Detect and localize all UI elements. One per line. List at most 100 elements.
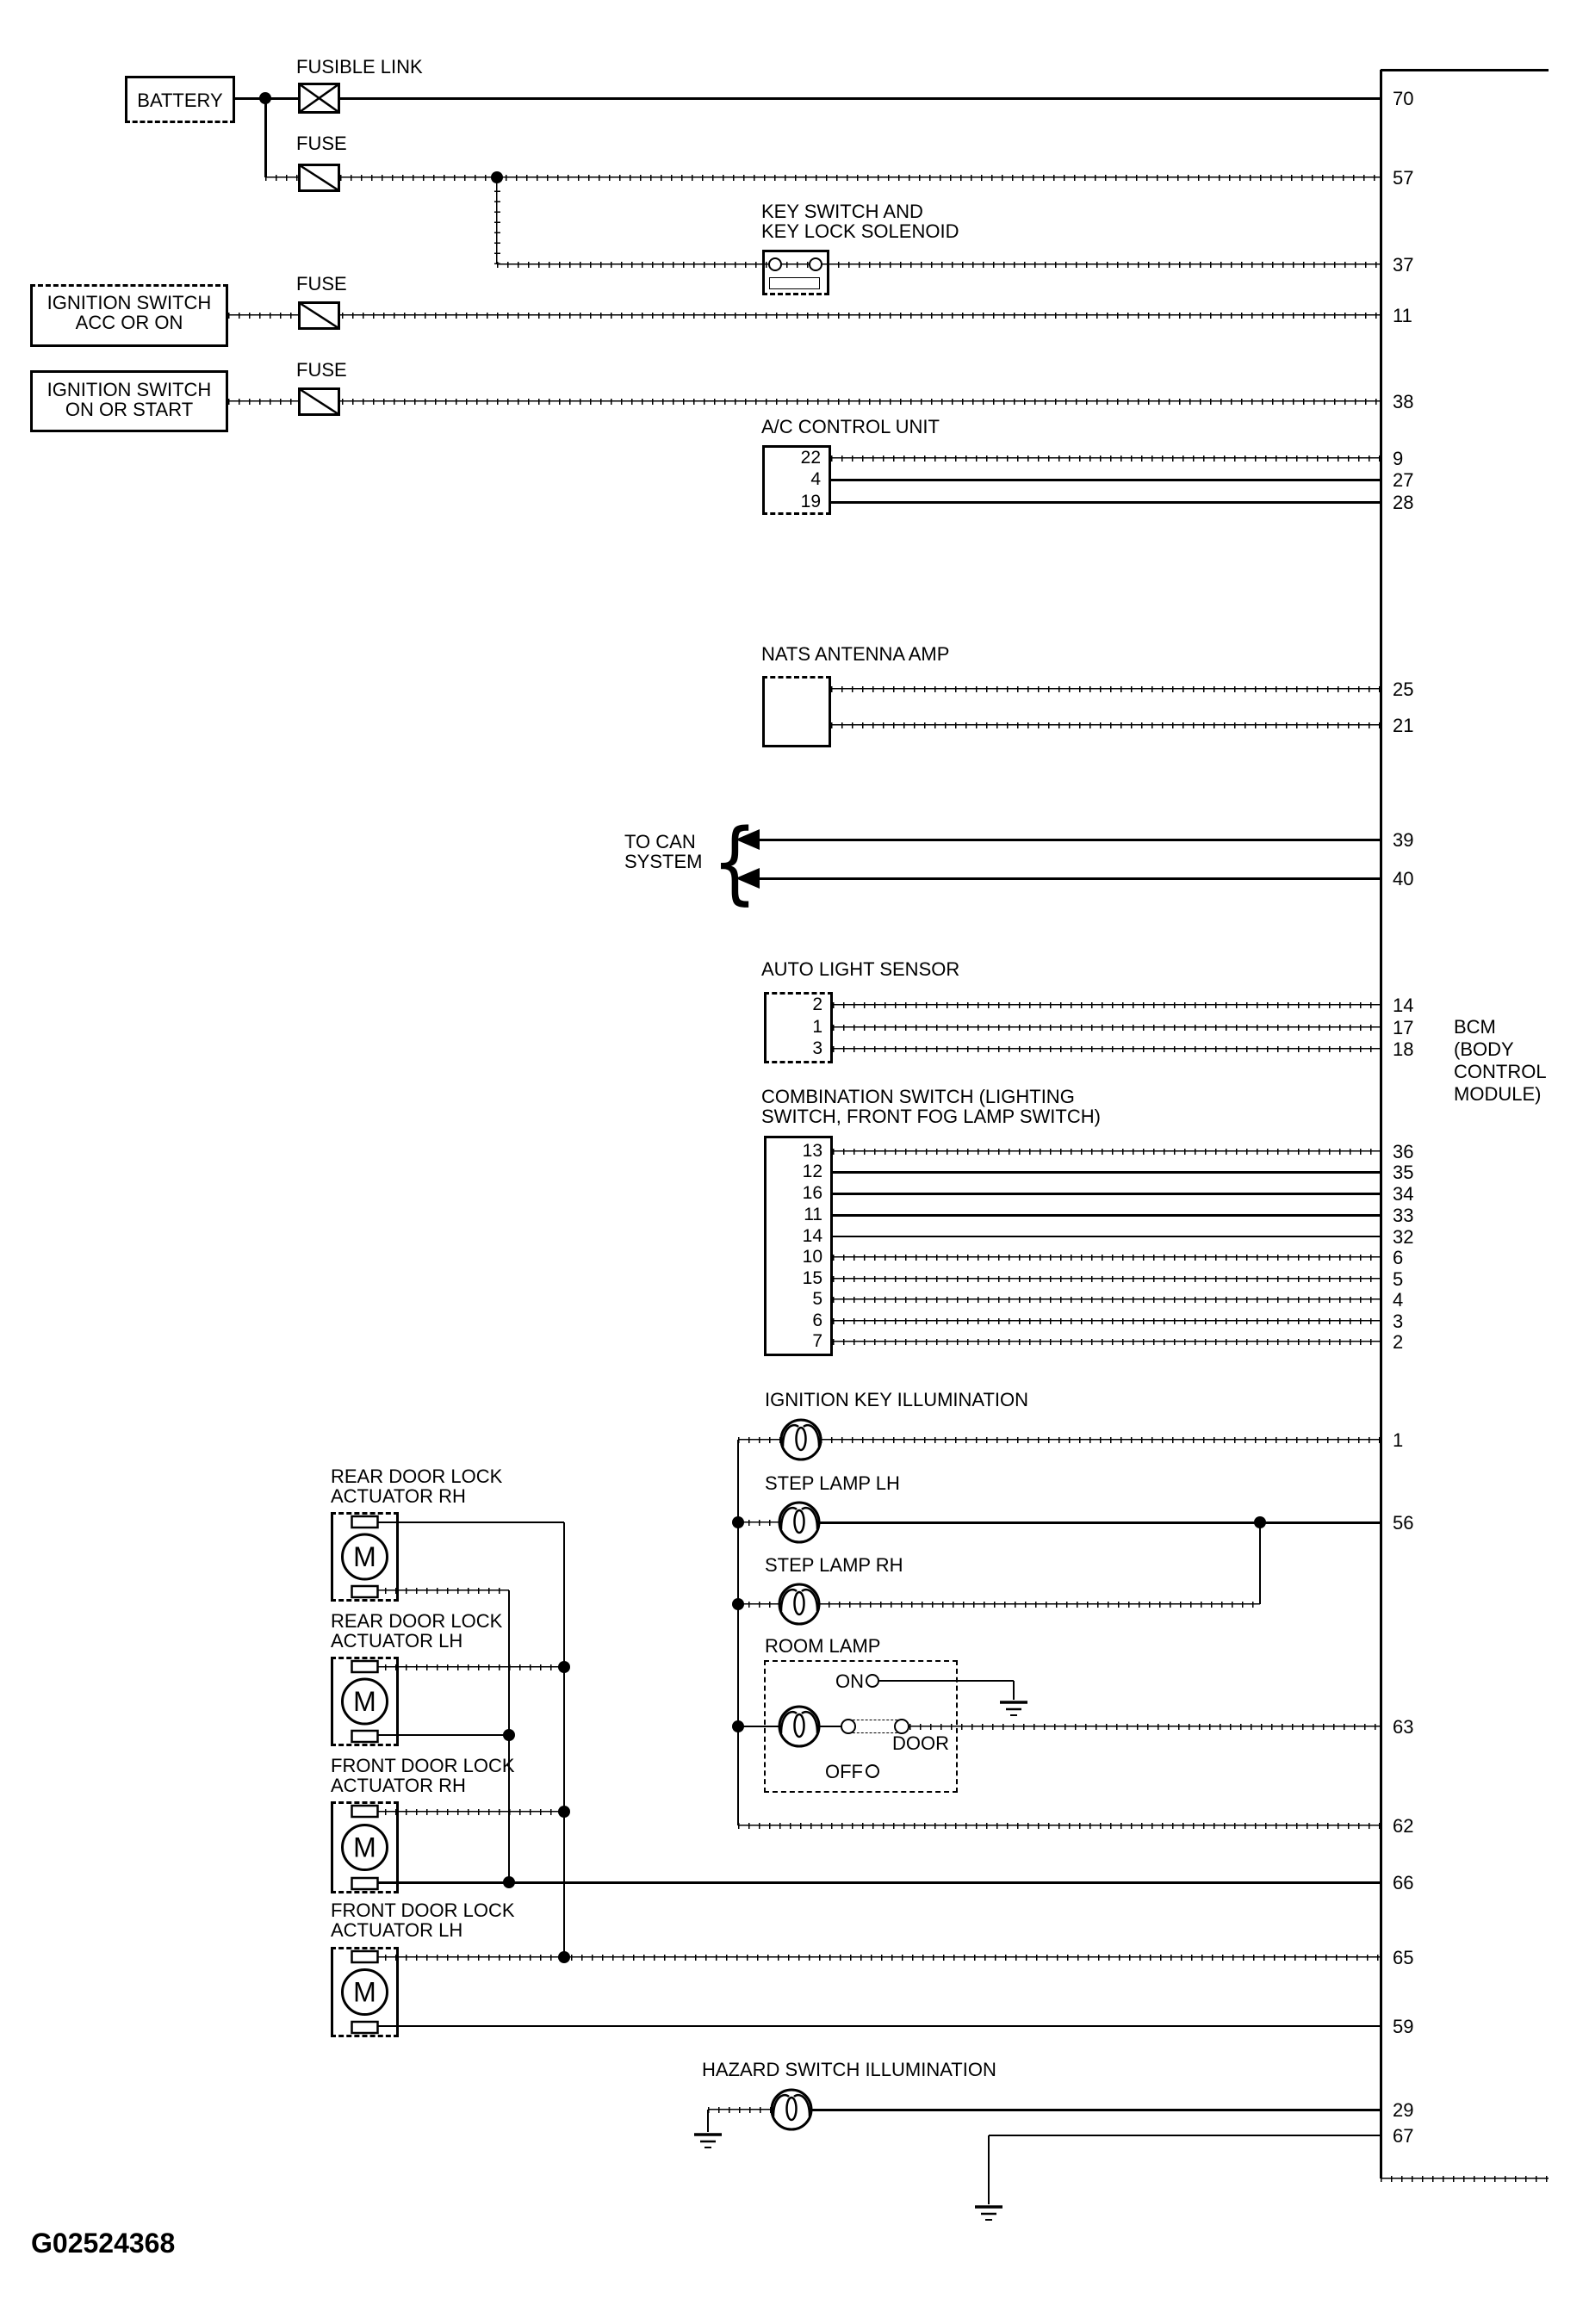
- rear-door-lock-lh-box: [331, 1657, 399, 1746]
- junction-dot: [503, 1729, 515, 1741]
- bcm-pin-2: 2: [1393, 1331, 1404, 1353]
- bcm-pin-9: 9: [1393, 448, 1404, 469]
- wire: [364, 1521, 564, 1523]
- rear-door-lock-rh-label-line: REAR DOOR LOCK: [331, 1466, 503, 1487]
- wire: [756, 838, 1381, 841]
- comb-pin-11: 11: [804, 1205, 822, 1224]
- wire: [831, 455, 1381, 462]
- ac-control-unit-label-line: A/C CONTROL UNIT: [761, 416, 940, 437]
- wire: [756, 877, 1381, 880]
- front-door-lock-rh-box: [331, 1801, 399, 1893]
- wire: [1381, 68, 1549, 71]
- ignition-start-label-line: ON OR START: [65, 399, 194, 420]
- ignition-acc-label-line: IGNITION SWITCH: [47, 292, 212, 313]
- rear-door-lock-lh-label-line: REAR DOOR LOCK: [331, 1610, 503, 1632]
- fuse2-label: FUSE: [296, 274, 347, 294]
- comb-pin-6: 6: [812, 1311, 822, 1330]
- wire: [1379, 70, 1382, 2178]
- front-door-lock-rh-label-line: FRONT DOOR LOCK: [331, 1755, 515, 1776]
- junction-dot: [491, 171, 503, 183]
- battery-label-line: BATTERY: [137, 90, 223, 111]
- can-brace: {: [711, 809, 758, 914]
- fusible-link-label-line: FUSIBLE LINK: [296, 56, 423, 77]
- front-door-lock-lh-label-line: FRONT DOOR LOCK: [331, 1899, 515, 1921]
- room-lamp-on-label: ON: [814, 1671, 864, 1691]
- front-door-lock-rh-label-line: ACTUATOR RH: [331, 1775, 466, 1796]
- key-switch-label-line: KEY LOCK SOLENOID: [761, 220, 959, 242]
- fuse-icon-1: [298, 164, 340, 192]
- comb-pin-12: 12: [802, 1162, 822, 1181]
- front-door-lock-lh-box: [331, 1947, 399, 2037]
- wire: [833, 1254, 1381, 1261]
- ignition-acc-label-line: ACC OR ON: [75, 312, 183, 333]
- room-lamp-label-line: ROOM LAMP: [765, 1635, 881, 1657]
- step-lamp-lh-label: STEP LAMP LH: [765, 1473, 900, 1493]
- auto-light-sensor-label-line: AUTO LIGHT SENSOR: [761, 958, 960, 980]
- wire: [364, 1734, 509, 1736]
- ignition-key-illumination-lamp-icon: [779, 1418, 822, 1461]
- bcm-pin-40: 40: [1393, 868, 1414, 889]
- room-lamp-off-label: OFF: [811, 1762, 863, 1782]
- wire: [833, 1045, 1381, 1052]
- bcm-pin-6: 6: [1393, 1247, 1404, 1268]
- ac-control-unit-label: A/C CONTROL UNIT: [761, 417, 940, 437]
- combination-switch-label-line: SWITCH, FRONT FOG LAMP SWITCH): [761, 1106, 1101, 1127]
- wire: [364, 1587, 509, 1594]
- door-switch-contact-icon: [841, 1719, 856, 1734]
- fusible-link-label: FUSIBLE LINK: [296, 57, 423, 77]
- svg-text:M: M: [353, 1832, 376, 1863]
- room-lamp-icon: [778, 1705, 821, 1748]
- battery-label: BATTERY: [125, 90, 235, 110]
- bcm-label-line: MODULE): [1454, 1083, 1542, 1105]
- wire: [340, 96, 1381, 100]
- junction-dot: [558, 1661, 570, 1673]
- wire: [228, 398, 1381, 405]
- auto-light-sensor-label: AUTO LIGHT SENSOR: [761, 959, 959, 979]
- wire: [833, 1236, 1381, 1237]
- auto-light-sensor-box: [764, 992, 833, 1063]
- ignition-key-illumination-label: IGNITION KEY ILLUMINATION: [765, 1390, 1028, 1410]
- fuse2-label-line: FUSE: [296, 273, 347, 294]
- bcm-pin-63: 63: [1393, 1716, 1414, 1738]
- room-lamp-box: [764, 1660, 958, 1793]
- wire: [364, 1881, 1381, 1884]
- comb-pin-7: 7: [812, 1331, 822, 1351]
- hazard-switch-illumination-label-line: HAZARD SWITCH ILLUMINATION: [702, 2059, 996, 2080]
- rear-door-lock-rh-label-line: ACTUATOR RH: [331, 1485, 466, 1507]
- junction-dot: [558, 1951, 570, 1963]
- bcm-pin-65: 65: [1393, 1947, 1414, 1968]
- on-terminal-icon: [866, 1674, 879, 1688]
- bcm-label-line: (BODY: [1454, 1038, 1514, 1060]
- wire: [563, 1522, 565, 1957]
- fuse1-label: FUSE: [296, 133, 347, 153]
- fuse3-label-line: FUSE: [296, 359, 347, 381]
- wire: [228, 312, 1381, 319]
- combination-switch-label-line: COMBINATION SWITCH (LIGHTING: [761, 1086, 1075, 1107]
- can-arrow-icon-1: [736, 829, 760, 850]
- key-switch-box: [762, 250, 829, 295]
- junction-dot: [732, 1516, 744, 1528]
- bcm-pin-57: 57: [1393, 167, 1414, 189]
- key-switch-contact-icon: [809, 257, 822, 271]
- bcm-pin-35: 35: [1393, 1162, 1414, 1183]
- wire: [707, 2110, 709, 2132]
- junction-dot: [503, 1876, 515, 1888]
- wire: [364, 1664, 564, 1670]
- key-switch-label-line: KEY SWITCH AND: [761, 201, 923, 222]
- bcm-pin-18: 18: [1393, 1038, 1414, 1060]
- svg-text:M: M: [353, 1541, 376, 1572]
- bcm-label-line: BCM: [1454, 1016, 1496, 1038]
- wire: [833, 1170, 1381, 1174]
- comb-pin-5: 5: [812, 1289, 822, 1309]
- front-door-lock-rh-motor-icon: M: [341, 1804, 388, 1891]
- fuse3-label: FUSE: [296, 360, 347, 380]
- comb-pin-15: 15: [802, 1268, 822, 1288]
- bcm-pin-21: 21: [1393, 715, 1414, 736]
- wire: [833, 1001, 1381, 1008]
